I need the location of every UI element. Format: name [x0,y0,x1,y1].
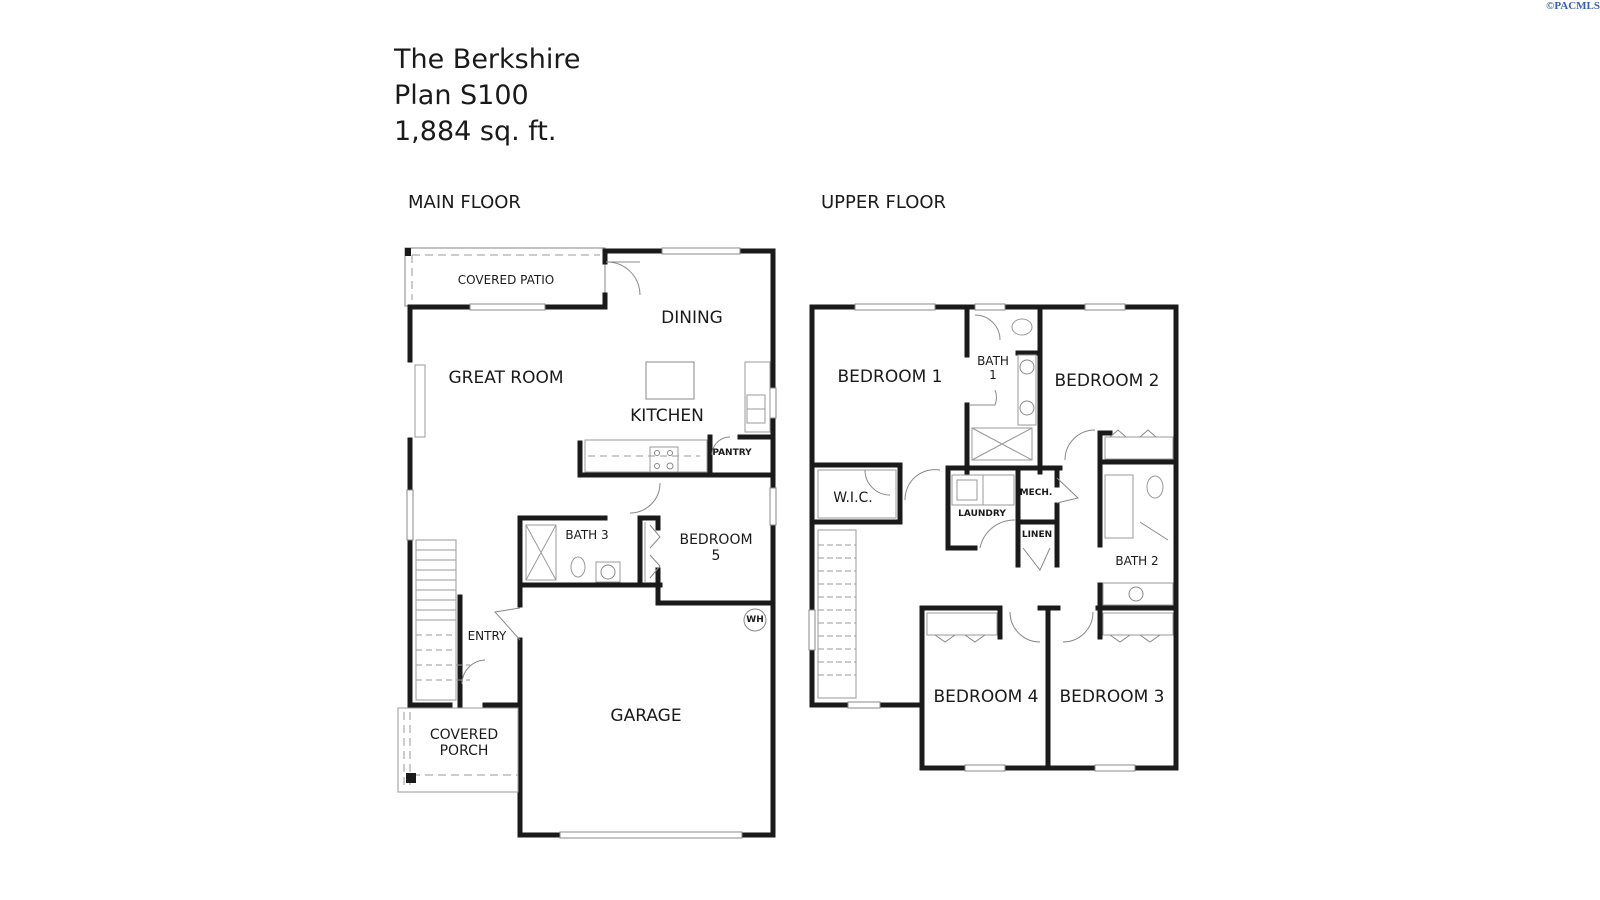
room-linen: LINEN [1021,529,1053,540]
room-entry: ENTRY [467,629,507,644]
room-mech: MECH. [1019,487,1053,498]
room-bedroom-5: BEDROOM 5 [679,531,753,564]
room-walk-in-closet: W.I.C. [833,489,873,506]
upper-floor-label: UPPER FLOOR [821,192,947,213]
main-floor-label: MAIN FLOOR [408,192,521,213]
plan-number: Plan S100 [394,80,529,111]
plan-area: 1,884 sq. ft. [394,116,557,147]
room-covered-porch: COVERED PORCH [429,726,499,759]
room-pantry: PANTRY [712,447,752,458]
room-bedroom-3: BEDROOM 3 [1059,687,1165,708]
copyright-notice: ©PACMLS [1546,0,1600,12]
room-kitchen: KITCHEN [630,406,704,427]
upper-floor-plan [808,303,1179,772]
room-bedroom-4: BEDROOM 4 [933,687,1039,708]
room-dining: DINING [661,308,723,329]
room-great-room: GREAT ROOM [448,368,564,389]
plan-name: The Berkshire [394,44,581,75]
main-floor-plan [397,247,777,839]
room-covered-patio: COVERED PATIO [457,273,555,288]
room-bath-3: BATH 3 [565,528,609,543]
plan-title-block: The Berkshire Plan S100 1,884 sq. ft. [394,42,580,150]
water-heater-label: WH [746,614,764,625]
room-bedroom-2: BEDROOM 2 [1054,371,1160,392]
room-bath-1: BATH 1 [977,354,1009,382]
room-bath-2: BATH 2 [1115,554,1159,569]
room-laundry: LAUNDRY [958,508,1006,519]
room-bedroom-1: BEDROOM 1 [837,367,943,388]
room-garage: GARAGE [610,706,682,727]
